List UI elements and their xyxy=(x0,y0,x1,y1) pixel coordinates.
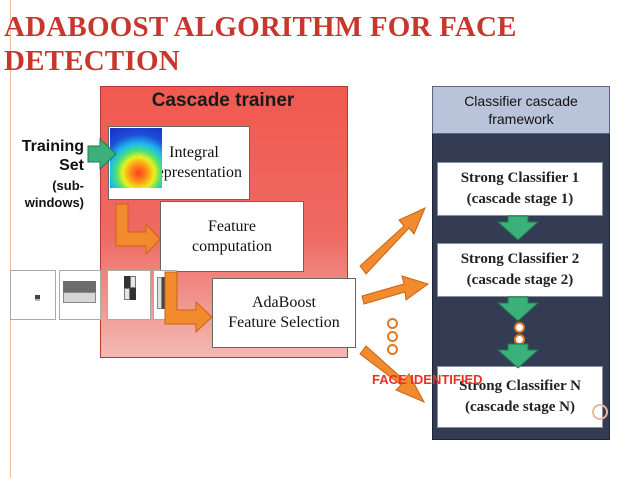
training-set-label: Training Set xyxy=(6,137,84,175)
down-arrow-icon-1 xyxy=(496,215,540,241)
adaboost-label-line2: Feature Selection xyxy=(228,314,340,331)
down-arrow-icon-2 xyxy=(496,296,540,322)
orange-arrow-to-stage-2 xyxy=(361,275,430,305)
feature-computation-box: Feature computation xyxy=(160,201,304,272)
integral-image-heatmap xyxy=(110,128,162,188)
orange-bent-arrow-icon-1 xyxy=(115,203,161,256)
adaboost-label-line1: AdaBoost xyxy=(251,294,316,311)
framework-header-line2: framework xyxy=(488,111,554,127)
strong-classifier-1-box: Strong Classifier 1 (cascade stage 1) xyxy=(437,162,603,216)
cascade-stage-2-label: (cascade stage 2) xyxy=(466,272,574,288)
cascade-stage-n-label: (cascade stage N) xyxy=(465,399,575,415)
cascade-stage-1-label: (cascade stage 1) xyxy=(466,191,574,207)
slide-title-line2: DETECTION xyxy=(4,45,180,77)
ellipsis-dot-5 xyxy=(387,344,398,355)
left-rule xyxy=(10,0,11,478)
haar-feature-icon-2 xyxy=(59,270,101,320)
face-identified-label: FACE IDENTIFIED xyxy=(372,372,483,387)
haar-feature-icon-3 xyxy=(107,270,151,320)
strong-classifier-2-label: Strong Classifier 2 xyxy=(460,251,580,267)
orange-arrow-to-stage-1 xyxy=(359,207,426,275)
training-label-line3: (sub- xyxy=(52,178,84,193)
feature-label-line1: Feature xyxy=(208,217,256,235)
strong-classifier-n-label: Strong Classifier N xyxy=(459,378,581,394)
classifier-cascade-framework-header: Classifier cascade framework xyxy=(432,86,610,134)
cascade-trainer-header: Cascade trainer xyxy=(151,90,295,111)
integral-label-line2: Representation xyxy=(146,164,242,181)
haar-feature-icon-1 xyxy=(10,270,56,320)
training-label-line1: Training xyxy=(21,138,84,155)
subwindows-label: (sub- windows) xyxy=(6,177,84,211)
orange-arrow-to-stage-n xyxy=(359,345,426,404)
framework-header-line1: Classifier cascade xyxy=(464,93,578,109)
training-label-line2: Set xyxy=(59,157,84,174)
ellipsis-dot-4 xyxy=(387,331,398,342)
green-right-arrow-icon xyxy=(87,137,117,171)
strong-classifier-1-label: Strong Classifier 1 xyxy=(460,170,580,186)
adaboost-feature-selection-box: AdaBoost Feature Selection xyxy=(212,278,356,348)
feature-label-line2: computation xyxy=(192,237,272,255)
orange-bent-arrow-icon-2 xyxy=(164,271,213,334)
strong-classifier-2-box: Strong Classifier 2 (cascade stage 2) xyxy=(437,243,603,297)
integral-label-line1: Integral xyxy=(169,144,219,161)
down-arrow-icon-3 xyxy=(496,343,540,369)
ellipsis-dot-3 xyxy=(387,318,398,329)
decorative-ring xyxy=(592,404,608,420)
ellipsis-dot-1 xyxy=(514,322,525,333)
slide-title-line1: ADABOOST ALGORITHM FOR FACE xyxy=(4,11,517,43)
training-label-line4: windows) xyxy=(24,195,84,210)
